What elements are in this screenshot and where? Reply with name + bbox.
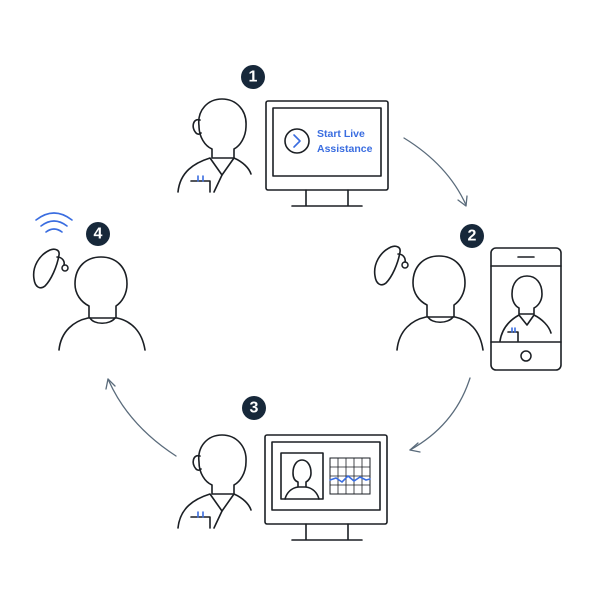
cta-label-line2: Assistance: [317, 143, 373, 155]
clinician-icon-2: [177, 434, 252, 529]
desktop-monitor-2: [264, 434, 388, 541]
patient-icon: [396, 255, 484, 351]
wireless-signal-icon: [35, 212, 73, 233]
chevron-right-icon: [293, 134, 301, 148]
desktop-monitor-1: Start Live Assistance: [265, 100, 389, 207]
step-3-group: 3: [177, 396, 388, 541]
start-live-assistance-cta[interactable]: Start Live Assistance: [284, 128, 373, 155]
clinician-icon: [177, 98, 252, 193]
step-2-group: 2: [373, 224, 562, 371]
step-4-group: 4: [32, 212, 146, 351]
step-2-badge: 2: [460, 224, 484, 248]
video-call-clinician-icon: [499, 275, 552, 342]
step-1-number: 1: [249, 69, 258, 86]
patient-icon-2: [58, 256, 146, 351]
hearing-aid-icon-2: [32, 248, 69, 289]
home-button[interactable]: [520, 350, 532, 362]
step-3-badge: 3: [242, 396, 266, 420]
step-4-number: 4: [94, 226, 103, 243]
step-1-badge: 1: [241, 65, 265, 89]
cta-label-line1: Start Live: [317, 128, 365, 140]
cycle-arrows: [105, 137, 471, 457]
video-feed-panel: [280, 452, 324, 500]
smartphone: [490, 247, 562, 371]
step-4-badge: 4: [86, 222, 110, 246]
hearing-aid-icon: [373, 245, 409, 286]
audiogram-chart: [329, 457, 371, 495]
step-2-number: 2: [468, 228, 477, 245]
arrow-step3-to-step4: [105, 378, 177, 457]
step-1-group: 1 Start Live Assistance: [177, 65, 389, 207]
arrow-step1-to-step2: [403, 137, 468, 207]
arrow-step2-to-step3: [409, 377, 471, 453]
step-3-number: 3: [250, 400, 259, 417]
